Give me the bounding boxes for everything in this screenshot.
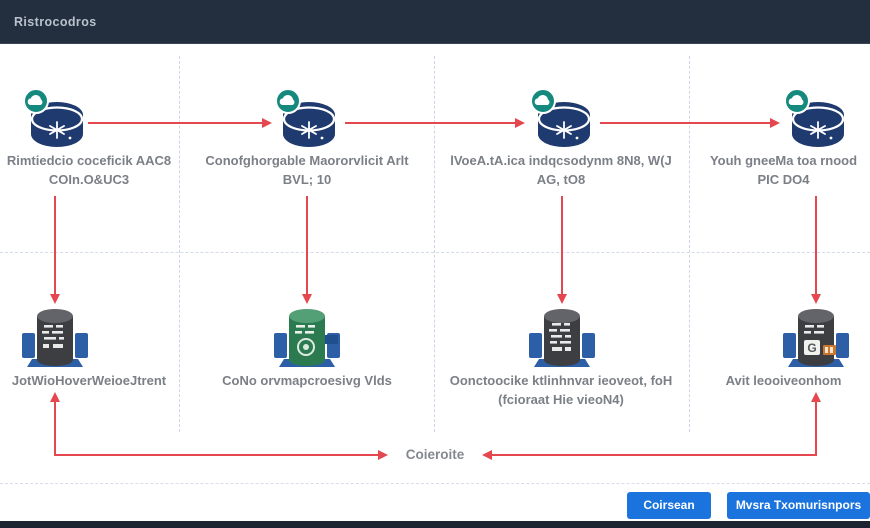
node-bottom-4-label: Avit leooiveonhom [725, 373, 842, 388]
row-divider [0, 252, 870, 253]
down-arrow-1 [54, 196, 56, 294]
svg-text:G: G [807, 341, 816, 355]
cloud-badge-icon [275, 88, 301, 114]
up-arrow-right-head [811, 392, 821, 402]
flow-arrow-1-head [262, 118, 272, 128]
cloud-database-icon [530, 88, 591, 147]
node-top-2 [274, 88, 340, 157]
node-top-3 [529, 88, 595, 157]
bottom-edge-bar [0, 521, 870, 528]
column-divider [689, 56, 690, 432]
node-top-1 [22, 88, 88, 157]
server-stack-icon [22, 309, 88, 367]
node-top-3-label: lVoeA.tA.ica indqcsodynm 8N8, W(J AG, tO… [450, 153, 672, 187]
down-arrow-2-head [302, 294, 312, 304]
flow-arrow-3-head [770, 118, 780, 128]
down-arrow-3 [561, 196, 563, 294]
header-bar: Ristrocodros [0, 0, 870, 44]
node-bottom-2 [272, 303, 342, 380]
primary-button[interactable]: Mvsra Txomurisnpors [727, 492, 870, 519]
flow-arrow-2-head [515, 118, 525, 128]
down-arrow-4-head [811, 294, 821, 304]
secondary-button[interactable]: Coirsean [627, 492, 711, 519]
center-hub-label: Coieroite [405, 447, 465, 462]
up-arrow-left-head [50, 392, 60, 402]
node-bottom-1-label: JotWioHoverWeioeJtrent [11, 373, 167, 388]
down-arrow-1-head [50, 294, 60, 304]
node-top-1-label: Rimtiedcio coceficik AAC8 COIn.O&UC3 [6, 153, 172, 187]
node-top-4 [783, 88, 849, 157]
flow-arrow-1 [88, 122, 262, 124]
cloud-database-icon [23, 88, 84, 147]
return-line-right-head [482, 450, 492, 460]
server-stack-icon [529, 309, 595, 367]
node-bottom-4: G [781, 303, 851, 380]
green-server-stack-icon [274, 309, 340, 367]
footer-divider [0, 483, 870, 484]
column-divider [179, 56, 180, 432]
cloud-database-icon [784, 88, 845, 147]
flow-arrow-3 [600, 122, 770, 124]
cloud-badge-icon [530, 88, 556, 114]
down-arrow-2 [306, 196, 308, 294]
cloud-badge-icon [784, 88, 810, 114]
return-line-right [489, 454, 817, 456]
node-bottom-2-label: CoNo orvmapcroesivg Vlds [222, 373, 392, 388]
up-arrow-right [815, 400, 817, 456]
down-arrow-3-head [557, 294, 567, 304]
node-bottom-1 [20, 303, 90, 380]
node-bottom-3 [527, 303, 597, 380]
cloud-badge-icon [23, 88, 49, 114]
return-line-left [54, 454, 382, 456]
up-arrow-left [54, 400, 56, 456]
node-top-4-label: Youh gneeMa toa rnood PIC DO4 [709, 153, 858, 187]
server-stack-g-icon: G [783, 309, 849, 367]
column-divider [434, 56, 435, 432]
page-title: Ristrocodros [14, 15, 97, 29]
node-top-2-label: Conofghorgable Maororvlicit Arlt BVL; 10 [205, 153, 409, 187]
node-bottom-3-label: Oonctoocike ktlinhnvar ieoveot, foH (fci… [449, 373, 673, 407]
cloud-database-icon [275, 88, 336, 147]
down-arrow-4 [815, 196, 817, 294]
return-line-left-head [378, 450, 388, 460]
flow-arrow-2 [345, 122, 515, 124]
